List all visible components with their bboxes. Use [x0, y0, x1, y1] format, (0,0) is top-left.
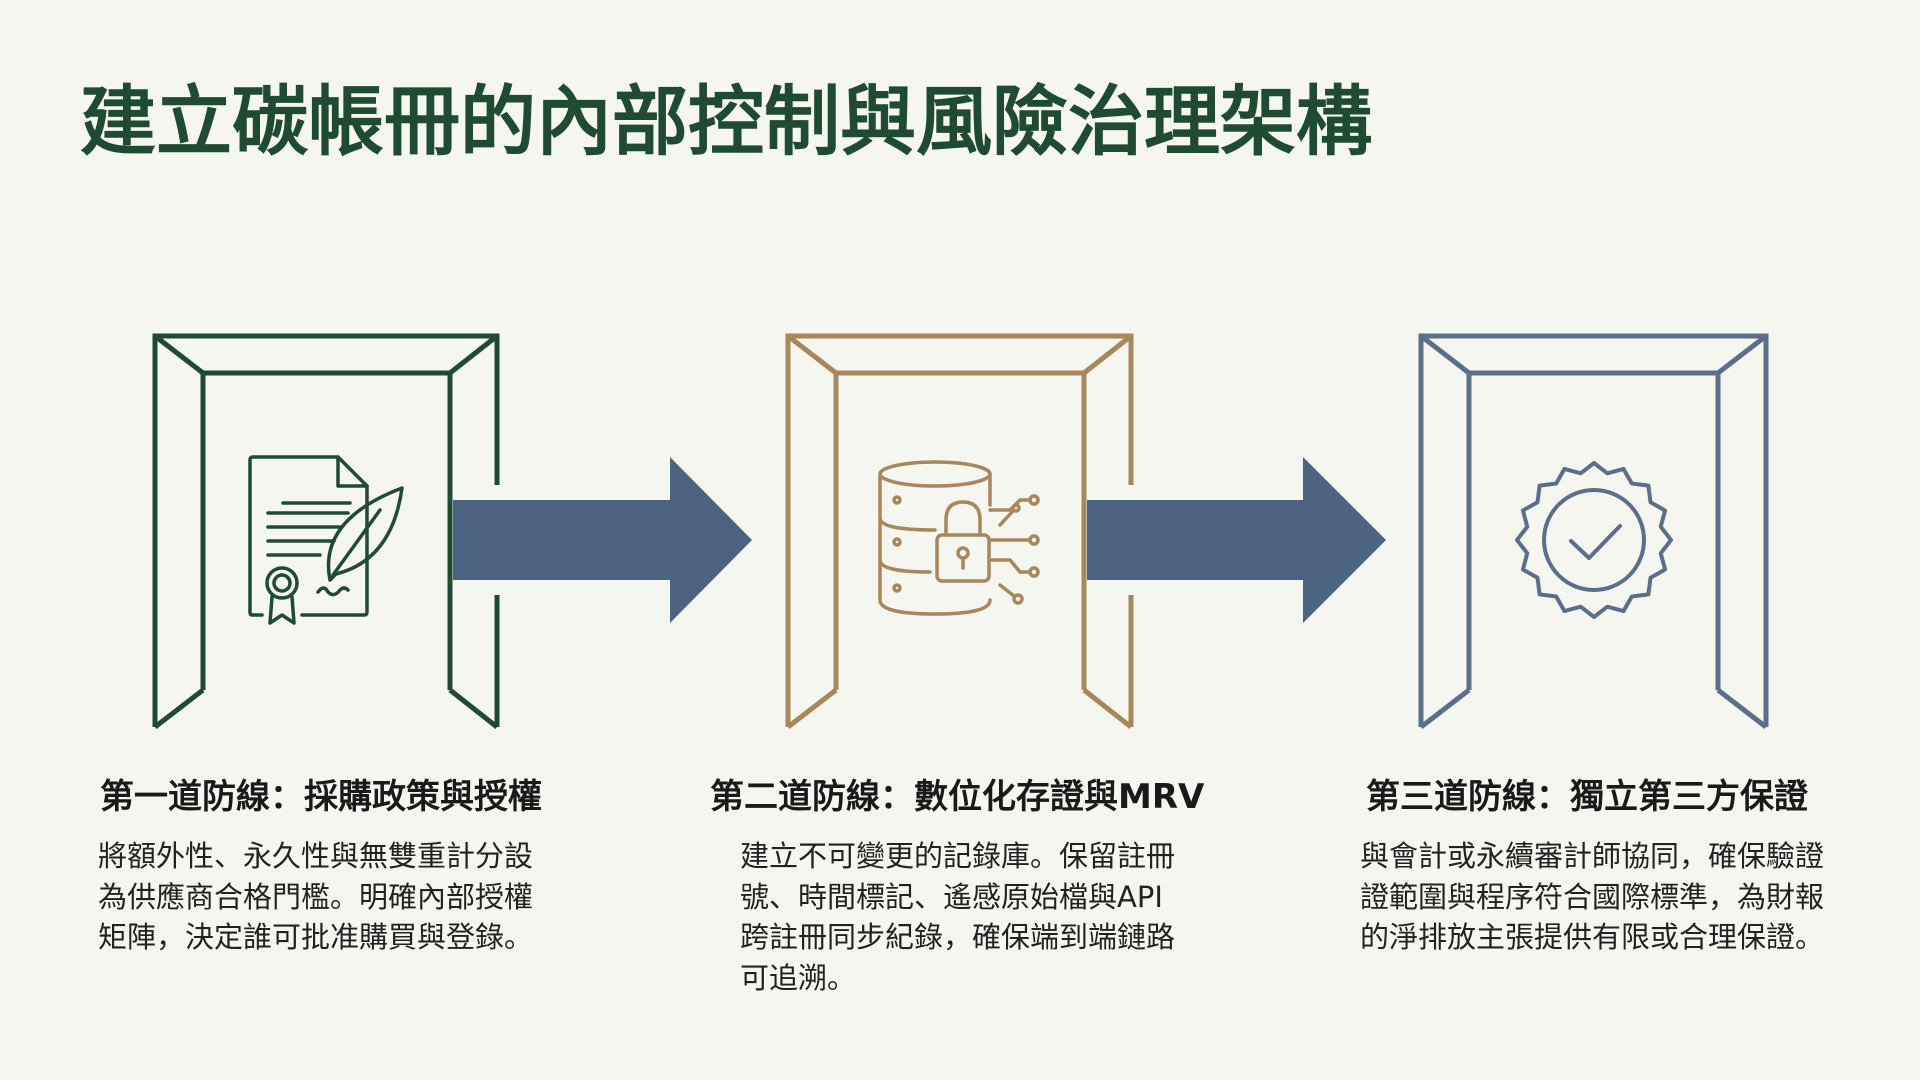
description-line: 與會計或永續審計師協同，確保驗證 [1360, 839, 1825, 873]
description-line: 號、時間標記、遙感原始檔與API [740, 879, 1163, 914]
gate-frame-2 [785, 333, 1134, 729]
secure-database-lock-icon [878, 460, 1040, 616]
description-line: 跨註冊同步紀錄，確保端到端鏈路 [740, 920, 1176, 954]
stage-1-heading: 第一道防線：採購政策與授權 [100, 777, 542, 817]
description-line: 證範圍與程序符合國際標準，為財報 [1360, 879, 1825, 914]
description-line: 將額外性、永久性與無雙重計分設 [98, 839, 534, 873]
gate-frame-1 [152, 333, 500, 729]
verified-badge-check-icon [1515, 461, 1673, 619]
description-line: 建立不可變更的記錄庫。保留註冊 [740, 839, 1176, 873]
stage-3-description: 與會計或永續審計師協同，確保驗證 證範圍與程序符合國際標準，為財報 的淨排放主張… [1360, 836, 1824, 958]
arrow-right-1 [453, 457, 752, 623]
description-line: 矩陣，決定誰可批准購買與登錄。 [98, 920, 534, 954]
gate-frame-3 [1418, 333, 1769, 729]
description-line: 為供應商合格門檻。明確內部授權 [98, 879, 534, 914]
stage-2-heading: 第二道防線：數位化存證與MRV [710, 777, 1205, 817]
stage-3-heading: 第三道防線：獨立第三方保證 [1366, 777, 1808, 817]
stage-2-description: 建立不可變更的記錄庫。保留註冊 號、時間標記、遙感原始檔與API 跨註冊同步紀錄… [740, 836, 1175, 998]
stage-1-description: 將額外性、永久性與無雙重計分設 為供應商合格門檻。明確內部授權 矩陣，決定誰可批… [98, 836, 533, 958]
signed-document-quill-icon [248, 455, 404, 625]
description-line: 的淨排放主張提供有限或合理保證。 [1360, 920, 1825, 954]
arrow-right-2 [1087, 457, 1386, 623]
description-line: 可追溯。 [740, 960, 857, 995]
page-title: 建立碳帳冊的內部控制與風險治理架構 [80, 77, 1372, 166]
